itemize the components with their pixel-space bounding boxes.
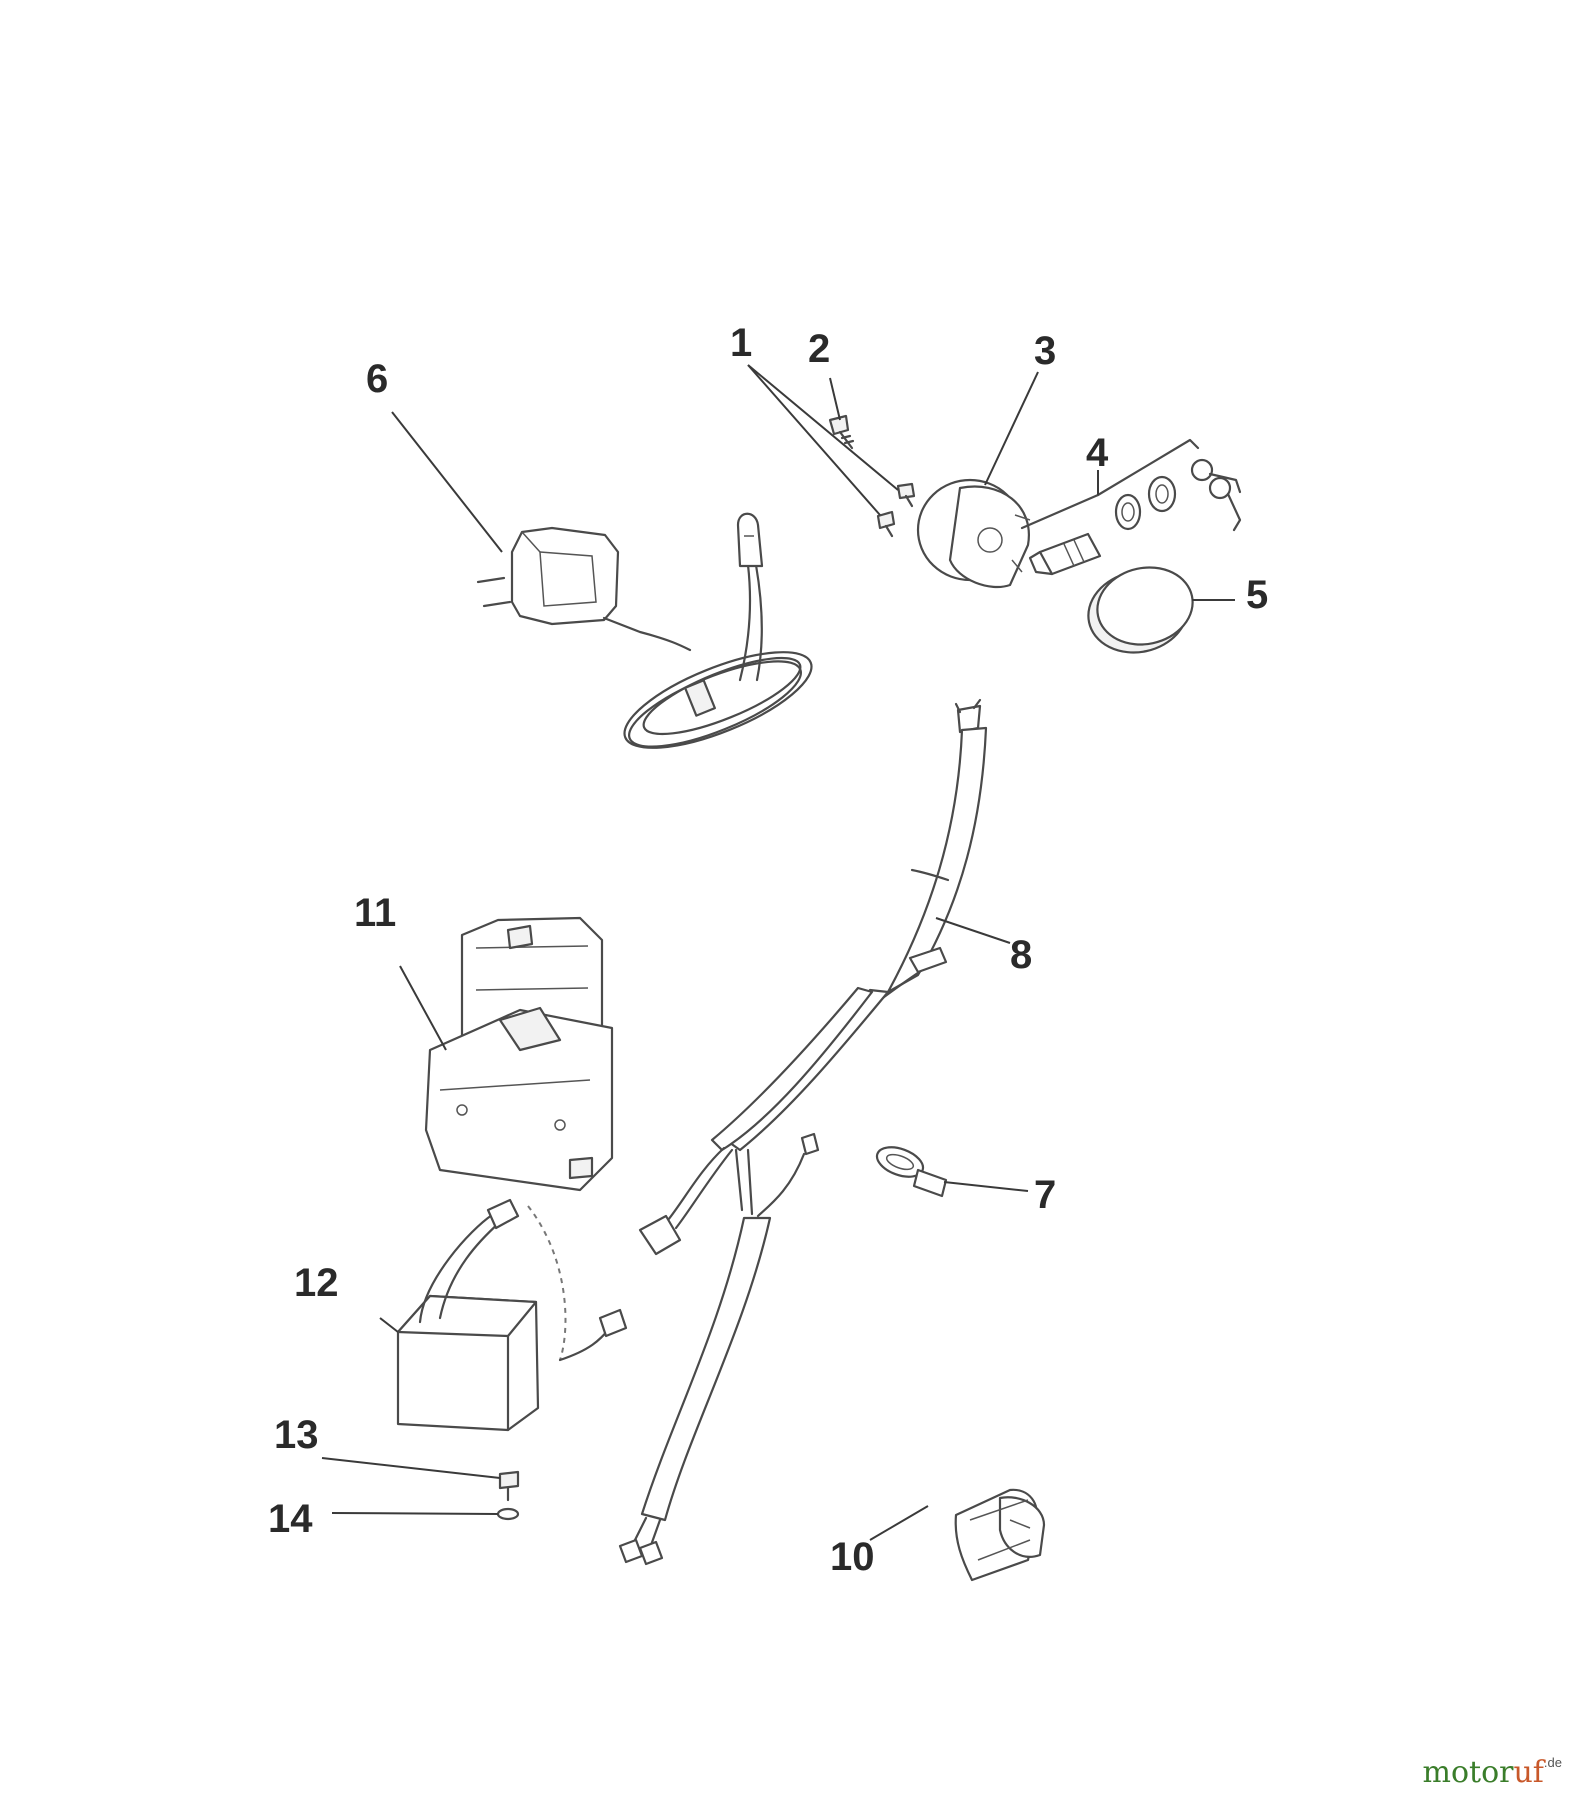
leader-lines	[321, 364, 1235, 1541]
callout-11: 11	[354, 891, 396, 935]
callout-1: 1	[730, 321, 752, 365]
callout-5: 5	[1246, 573, 1268, 617]
part-screw-2	[828, 414, 855, 450]
watermark-suffix: .de	[1543, 1755, 1562, 1770]
part-bolt	[498, 1470, 520, 1502]
part-key-switch-set	[1020, 438, 1242, 576]
callout-13: 13	[274, 1413, 319, 1457]
callout-labels: 1 2 3 4 5 6 7 8 10 11 12 13 14	[268, 321, 1268, 1579]
callout-7: 7	[1034, 1173, 1056, 1217]
callout-10: 10	[830, 1535, 875, 1579]
part-screws-1	[876, 482, 916, 538]
part-charger	[476, 512, 813, 749]
callout-8: 8	[1010, 933, 1032, 977]
brand-watermark: motoruf.de	[1423, 1755, 1562, 1790]
callout-14: 14	[268, 1497, 313, 1541]
part-battery	[396, 1198, 628, 1432]
part-cable-harness	[618, 698, 988, 1566]
part-washer	[496, 1507, 520, 1521]
callout-6: 6	[366, 357, 388, 401]
callout-12: 12	[294, 1261, 339, 1305]
watermark-brand-a: motor	[1422, 1755, 1514, 1790]
callout-2: 2	[808, 327, 830, 371]
callout-4: 4	[1086, 431, 1109, 475]
part-switch-housing	[916, 478, 1031, 589]
part-cap	[1087, 566, 1194, 654]
part-clip	[954, 1488, 1046, 1582]
watermark-brand-b: uf	[1513, 1755, 1544, 1790]
part-battery-bracket	[424, 916, 614, 1192]
part-cable-tie	[875, 1146, 948, 1198]
callout-3: 3	[1034, 329, 1056, 373]
